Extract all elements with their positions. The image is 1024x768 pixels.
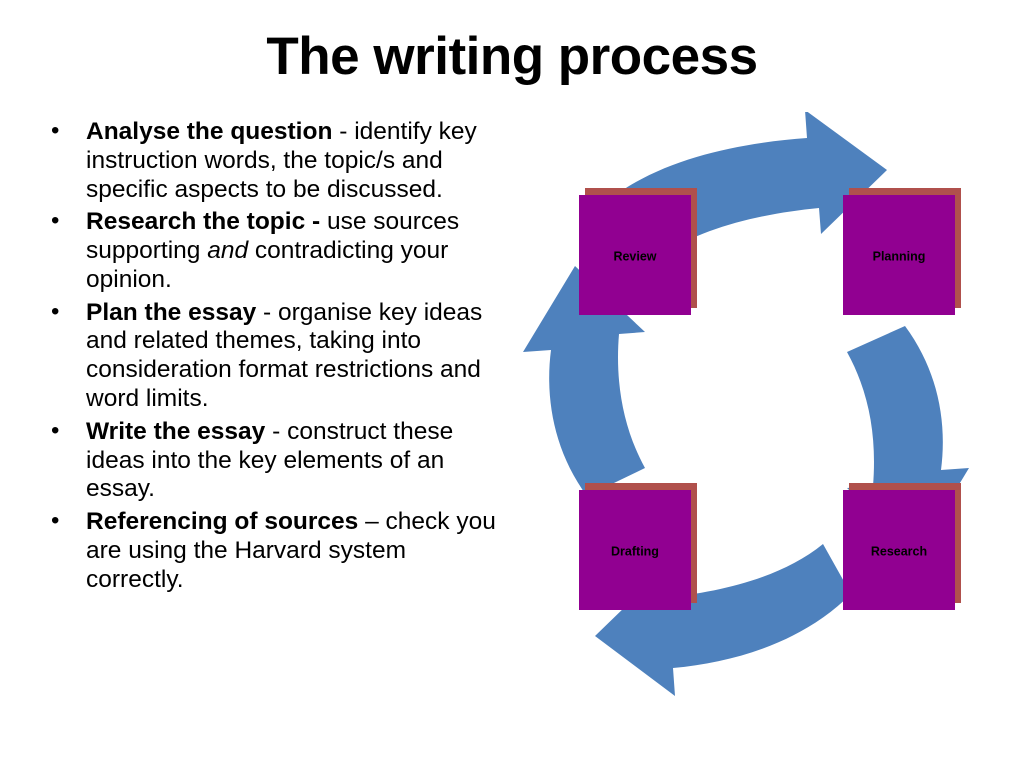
cycle-node-review[interactable]: Review [579, 188, 697, 315]
list-item-lead: Referencing of sources [86, 508, 359, 536]
node-box [843, 195, 955, 315]
cycle-node-label: Planning [873, 249, 926, 263]
list-item-text-tail: contradicting your opinion. [86, 237, 449, 293]
list-item-lead: Research the topic - [86, 208, 321, 236]
list-item-lead: Analyse the question [86, 118, 333, 145]
list-item-text: use sources supporting [86, 208, 460, 265]
list-item-text: - identify key instruction words, the to… [86, 118, 477, 203]
node-box [843, 490, 955, 610]
list-item: • Analyse the question - identify key in… [40, 117, 510, 204]
node-box [579, 195, 691, 315]
list-item-emphasis: and [207, 237, 249, 265]
list-item-lead: Plan the essay [86, 298, 257, 326]
list-item-text: – check you are using the Harvard system… [86, 508, 496, 593]
list-item-text: - construct these ideas into the key ele… [86, 417, 454, 503]
list-item-lead: Write the essay [86, 417, 266, 445]
bullet-marker-icon: • [51, 297, 60, 325]
cycle-node-planning[interactable]: Planning [843, 188, 961, 315]
cycle-node-research[interactable]: Research [843, 483, 961, 610]
cycle-node-label: Research [871, 544, 927, 558]
page-title: The writing process [266, 27, 758, 86]
list-item: • Plan the essay - organise key ideas an… [40, 297, 510, 414]
cycle-node-label: Drafting [611, 544, 659, 558]
bullet-marker-icon: • [51, 416, 60, 444]
arrow-drafting-to-review [523, 266, 645, 496]
list-item: • Research the topic - use sources suppo… [40, 207, 510, 294]
cycle-diagram-svg: Review Planning Research Drafting [523, 112, 969, 696]
list-item-text: - organise key ideas and related themes,… [86, 298, 483, 413]
cycle-diagram: Review Planning Research Drafting [505, 112, 1017, 702]
cycle-node-label: Review [613, 249, 656, 263]
arrow-up-shape [523, 266, 645, 496]
cycle-node-drafting[interactable]: Drafting [579, 483, 697, 610]
bullet-marker-icon: • [51, 117, 60, 144]
bullet-marker-icon: • [51, 207, 60, 235]
list-item: • Referencing of sources – check you are… [40, 507, 510, 594]
node-box [579, 490, 691, 610]
list-item: • Write the essay - construct these idea… [40, 416, 510, 504]
bullet-marker-icon: • [51, 507, 60, 535]
bullet-list: • Analyse the question - identify key in… [40, 117, 510, 599]
